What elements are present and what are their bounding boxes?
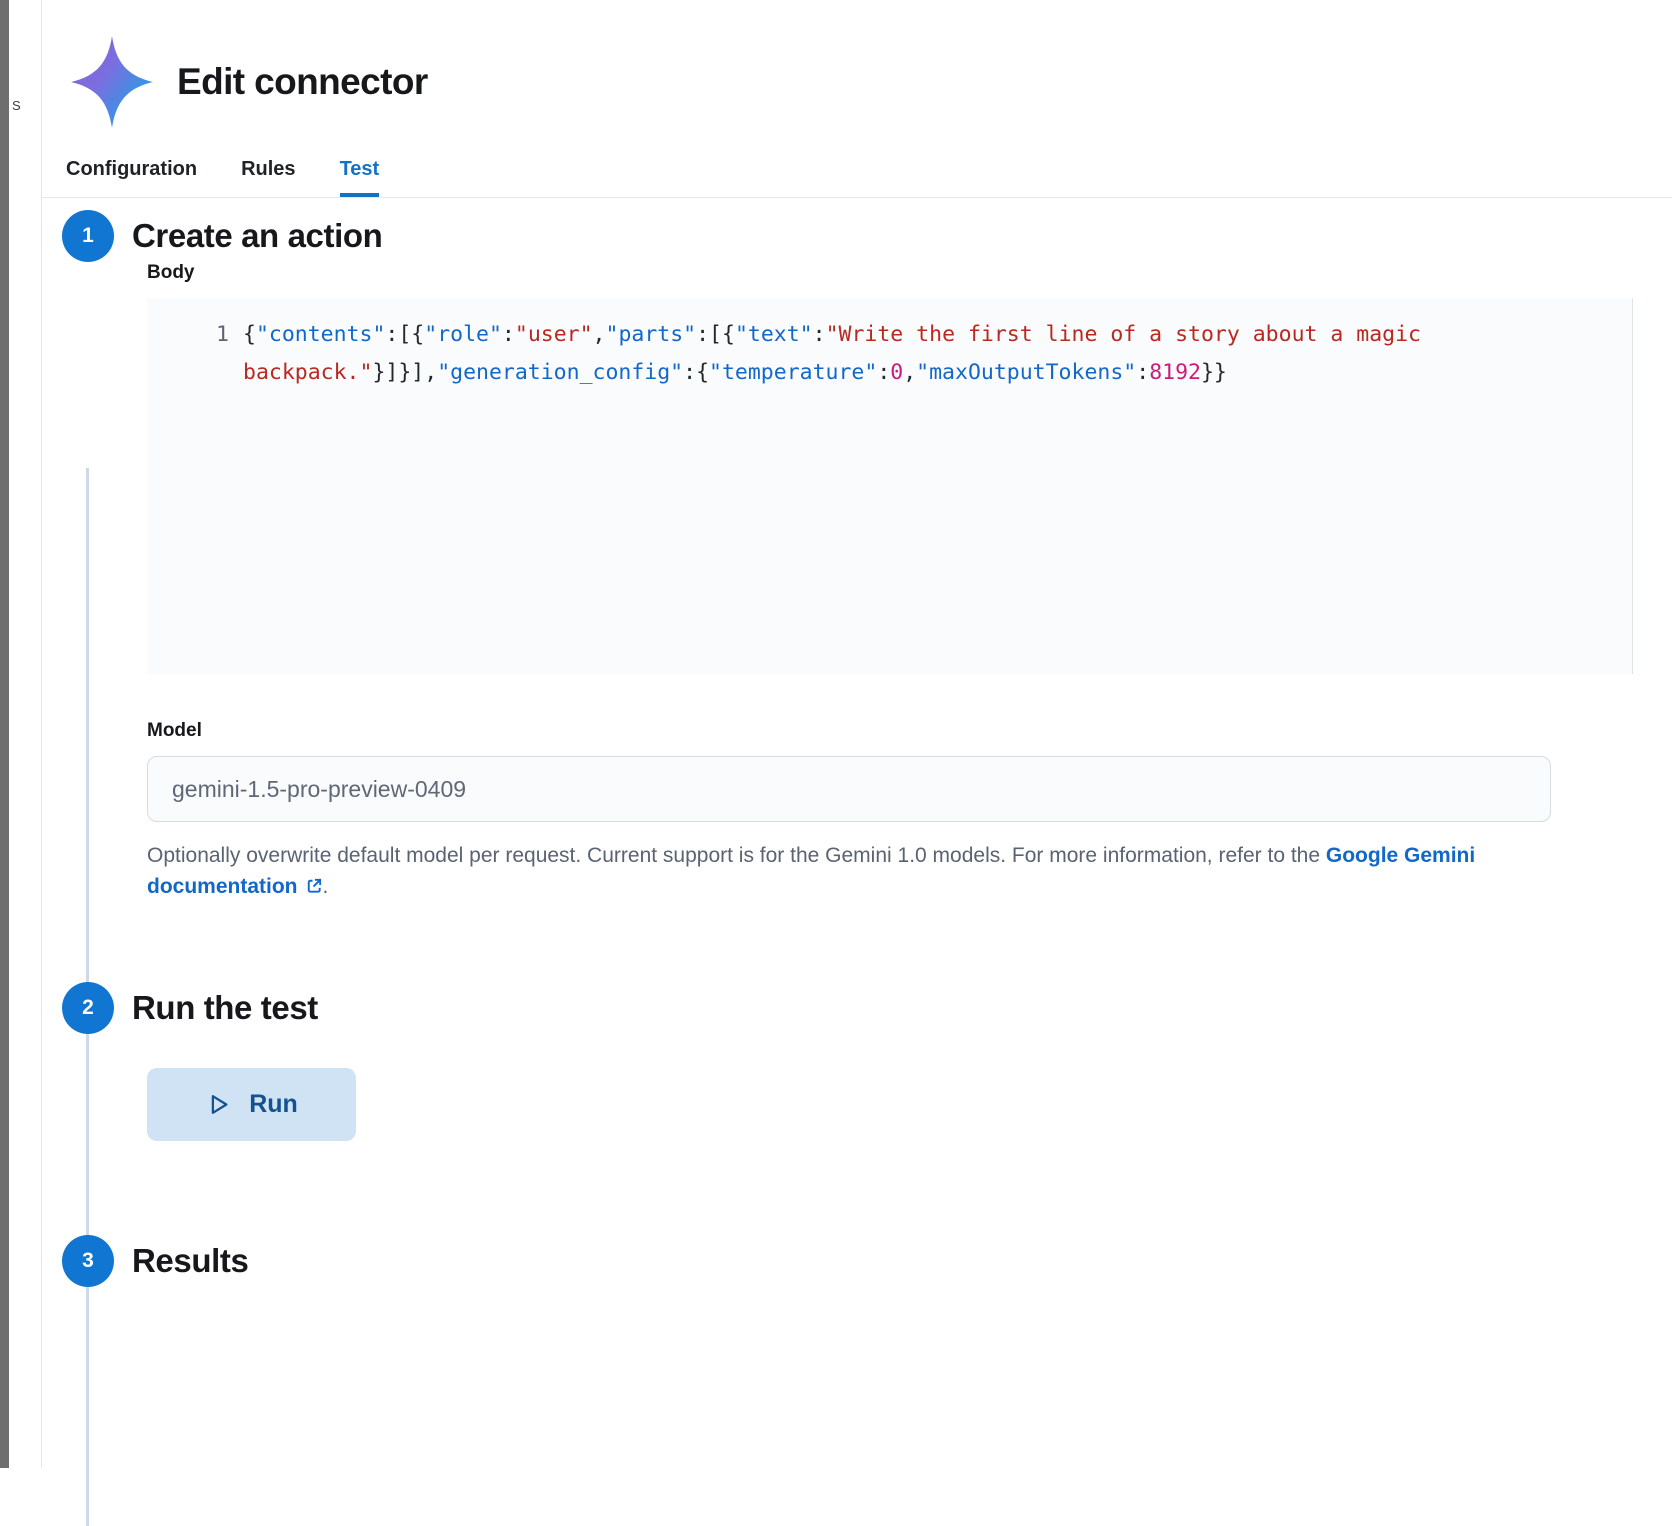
model-help-prefix: Optionally overwrite default model per r… xyxy=(147,844,1326,867)
code-content[interactable]: {"contents":[{"role":"user","parts":[{"t… xyxy=(243,322,1434,385)
model-input[interactable]: gemini-1.5-pro-preview-0409 xyxy=(147,756,1551,822)
google-gemini-documentation-link[interactable]: Google Gemini documentation xyxy=(147,844,1476,898)
model-field-label: Model xyxy=(147,720,202,741)
step-2-content: Run xyxy=(42,1068,1672,1141)
test-stepper: 1 Create an action Body 1 {"contents":[{… xyxy=(42,198,1672,1526)
step-1-content: Body 1 {"contents":[{"role":"user","part… xyxy=(42,262,1672,904)
step-run-the-test: 2 Run the test xyxy=(42,982,1672,1034)
tab-rules[interactable]: Rules xyxy=(241,158,296,180)
page-edge-background xyxy=(9,0,41,1468)
body-code-editor[interactable]: 1 {"contents":[{"role":"user","parts":[{… xyxy=(147,298,1633,674)
step-create-an-action: 1 Create an action xyxy=(42,198,1672,262)
tab-bar: Configuration Rules Test xyxy=(42,130,1672,198)
play-icon xyxy=(205,1091,232,1118)
run-button-label: Run xyxy=(249,1090,298,1118)
flyout-header: Edit connector xyxy=(42,0,1672,130)
step-number-badge: 1 xyxy=(62,210,114,262)
tab-test[interactable]: Test xyxy=(339,159,380,197)
body-field-label: Body xyxy=(147,262,195,283)
page-edge-gutter xyxy=(0,0,9,1468)
model-help-text: Optionally overwrite default model per r… xyxy=(147,840,1547,904)
edit-connector-flyout: Edit connector Configuration Rules Test … xyxy=(41,0,1672,1526)
step-title: Create an action xyxy=(132,217,383,254)
model-field-group: Model gemini-1.5-pro-preview-0409 Option… xyxy=(147,720,1672,904)
step-title: Run the test xyxy=(132,989,318,1026)
external-link-icon[interactable] xyxy=(304,877,323,900)
model-help-suffix: . xyxy=(322,875,329,898)
step-title: Results xyxy=(132,1242,249,1279)
step-number-badge: 3 xyxy=(62,1235,114,1287)
page-title: Edit connector xyxy=(177,61,428,102)
background-page-text: S xyxy=(12,98,21,113)
run-button[interactable]: Run xyxy=(147,1068,356,1141)
gemini-sparkle-icon xyxy=(69,34,155,130)
step-number-badge: 2 xyxy=(62,982,114,1034)
tab-configuration[interactable]: Configuration xyxy=(66,158,198,180)
code-line-number: 1 xyxy=(216,322,229,347)
step-results: 3 Results xyxy=(42,1235,1672,1287)
